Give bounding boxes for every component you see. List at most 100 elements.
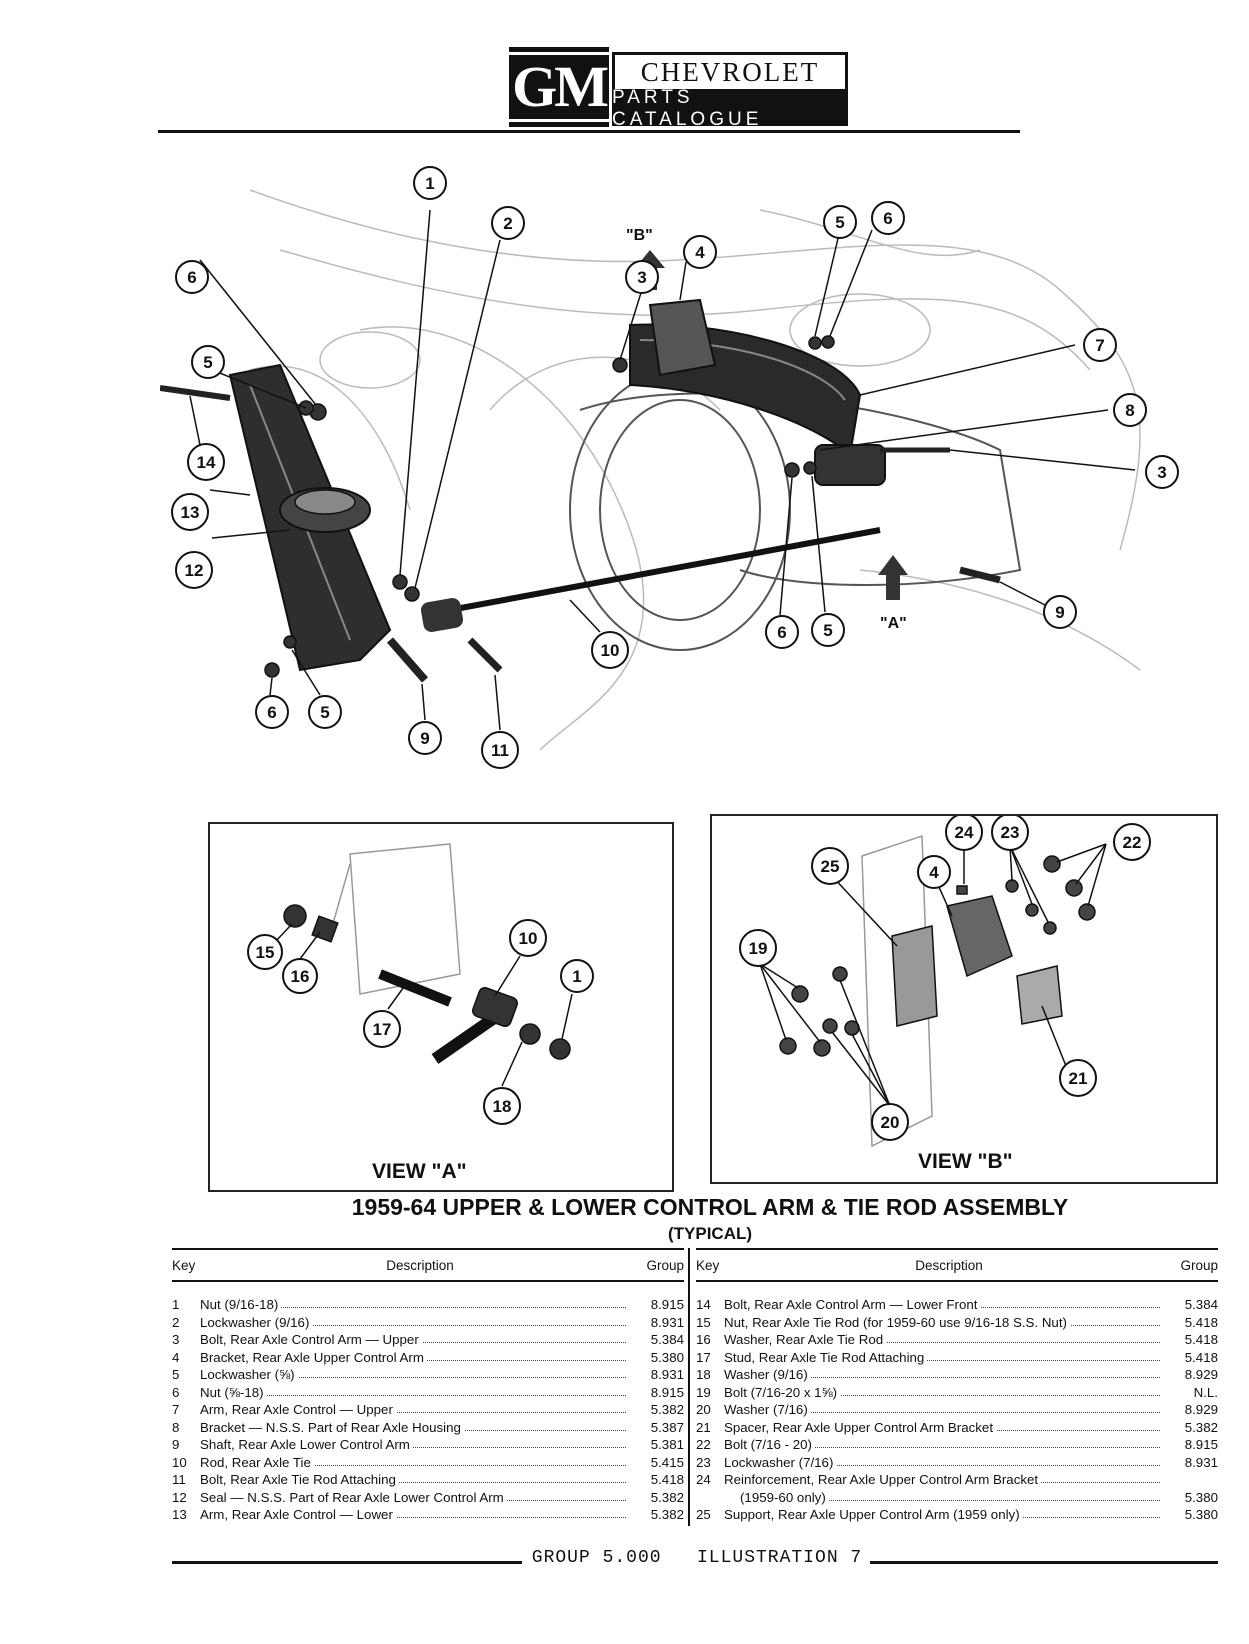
header-description: Description: [386, 1257, 454, 1273]
svg-text:2: 2: [503, 214, 512, 233]
row-group: 8.931: [1184, 1454, 1218, 1470]
row-description-cell: Bolt, Rear Axle Control Arm — Lower Fron…: [724, 1297, 1166, 1313]
row-description: Lockwasher (9/16): [200, 1314, 313, 1330]
row-description-cell: Washer (7/16): [724, 1402, 1166, 1418]
callout-5b: 5: [811, 613, 845, 647]
callout-18: 18: [483, 1087, 521, 1125]
row-key: 1: [172, 1297, 180, 1313]
svg-text:5: 5: [320, 703, 329, 722]
svg-text:3: 3: [637, 268, 646, 287]
callout-17: 17: [363, 1010, 401, 1048]
row-key: 3: [172, 1332, 180, 1348]
row-description-cell: Reinforcement, Rear Axle Upper Control A…: [724, 1472, 1166, 1488]
table-column-separator: [688, 1248, 690, 1526]
row-description-cell: Seal — N.S.S. Part of Rear Axle Lower Co…: [200, 1489, 632, 1505]
svg-text:17: 17: [373, 1020, 392, 1039]
row-description-cell: Washer (9/16): [724, 1367, 1166, 1383]
callout-circles: 1 2 3 4 5 6 7 8 3 6 5 9 10 11 9 5 6 14 1…: [171, 166, 1179, 769]
table-row: 12 Seal — N.S.S. Part of Rear Axle Lower …: [172, 1489, 684, 1507]
diagram-title: 1959-64 UPPER & LOWER CONTROL ARM & TIE …: [351, 1194, 1069, 1220]
row-description: Bolt (7/16 - 20): [724, 1437, 815, 1453]
row-group: 5.380: [650, 1349, 684, 1365]
svg-text:6: 6: [777, 623, 786, 642]
row-key: 2: [172, 1314, 180, 1330]
row-key: 25: [696, 1507, 711, 1523]
row-description: Lockwasher (7/16): [724, 1454, 837, 1470]
callout-6: 6: [871, 201, 905, 235]
row-group: 8.929: [1184, 1367, 1218, 1383]
diagram-subtitle: (TYPICAL): [667, 1224, 753, 1243]
header-description: Description: [915, 1257, 983, 1273]
row-key: 4: [172, 1349, 180, 1365]
header-group: Group: [1180, 1257, 1218, 1273]
callout-23: 23: [991, 813, 1029, 851]
view-a-label: VIEW "A": [372, 1160, 467, 1183]
callout-5c: 5: [308, 695, 342, 729]
callout-15: 15: [247, 934, 283, 970]
view-a-panel: 15 16 17 10 1 18 VIEW "A": [208, 822, 674, 1192]
callout-7: 7: [1083, 328, 1117, 362]
row-description-cell: Bolt (7/16-20 x 1⅝): [724, 1384, 1166, 1400]
row-description-cell: Bracket, Rear Axle Upper Control Arm: [200, 1349, 632, 1365]
table-top-rule: [696, 1248, 1218, 1250]
row-key: 13: [172, 1507, 187, 1523]
callout-4: 4: [683, 235, 717, 269]
footer-illustration: ILLUSTRATION 7: [697, 1548, 863, 1568]
view-b-panel: 24 23 22 25 4 19 21 20 VIEW "B": [710, 813, 1218, 1184]
row-key: 21: [696, 1419, 711, 1435]
row-key: 22: [696, 1437, 711, 1453]
row-key: 18: [696, 1367, 711, 1383]
row-key: 6: [172, 1384, 180, 1400]
header-key: Key: [172, 1257, 196, 1273]
table-row: 4 Bracket, Rear Axle Upper Control Arm 5.3…: [172, 1349, 684, 1367]
callout-10-view-a: 10: [509, 919, 547, 957]
gm-logo-text: GM: [503, 52, 615, 122]
upper-bracket: [648, 298, 717, 377]
svg-text:4: 4: [695, 243, 705, 262]
row-description-cell: Bracket — N.S.S. Part of Rear Axle Housi…: [200, 1419, 632, 1435]
row-description-cell: Arm, Rear Axle Control — Lower: [200, 1507, 632, 1523]
svg-text:7: 7: [1095, 336, 1104, 355]
svg-text:20: 20: [881, 1113, 900, 1132]
tie-rod: [449, 527, 881, 613]
row-group: 5.382: [650, 1402, 684, 1418]
callout-5d: 5: [191, 345, 225, 379]
row-key: 8: [172, 1419, 180, 1435]
footer-rule-left: [172, 1561, 522, 1564]
svg-text:9: 9: [420, 729, 429, 748]
callout-3b: 3: [1145, 455, 1179, 489]
row-group: 5.418: [1184, 1349, 1218, 1365]
shaft-9-right: [959, 566, 1001, 584]
svg-text:16: 16: [291, 967, 310, 986]
callout-1: 1: [413, 166, 447, 200]
row-group: 5.384: [1184, 1297, 1218, 1313]
row-description: Lockwasher (⅝): [200, 1367, 298, 1383]
row-key: 12: [172, 1489, 187, 1505]
row-group: 5.387: [650, 1419, 684, 1435]
bolt-14: [160, 385, 231, 401]
svg-text:3: 3: [1157, 463, 1166, 482]
row-group: 5.381: [650, 1437, 684, 1453]
row-group: 5.418: [650, 1472, 684, 1488]
svg-text:6: 6: [187, 268, 196, 287]
callout-12: 12: [175, 551, 213, 589]
shaft-9-left: [386, 637, 429, 683]
svg-text:25: 25: [821, 857, 840, 876]
row-description-cell: Washer, Rear Axle Tie Rod: [724, 1332, 1166, 1348]
svg-text:5: 5: [823, 621, 832, 640]
row-description: Bolt (7/16-20 x 1⅝): [724, 1384, 841, 1400]
table-top-rule: [172, 1248, 684, 1250]
row-description-cell: (1959-60 only): [724, 1489, 1166, 1505]
svg-text:13: 13: [181, 503, 200, 522]
callout-16: 16: [282, 958, 318, 994]
table-row: (1959-60 only)5.380: [696, 1489, 1218, 1507]
svg-text:21: 21: [1069, 1069, 1088, 1088]
header-group: Group: [646, 1257, 684, 1273]
callout-11: 11: [481, 731, 519, 769]
callout-3: 3: [625, 260, 659, 294]
main-exploded-illustration: "B" "A" 1 2 3 4 5 6 7 8 3 6: [160, 166, 1179, 769]
